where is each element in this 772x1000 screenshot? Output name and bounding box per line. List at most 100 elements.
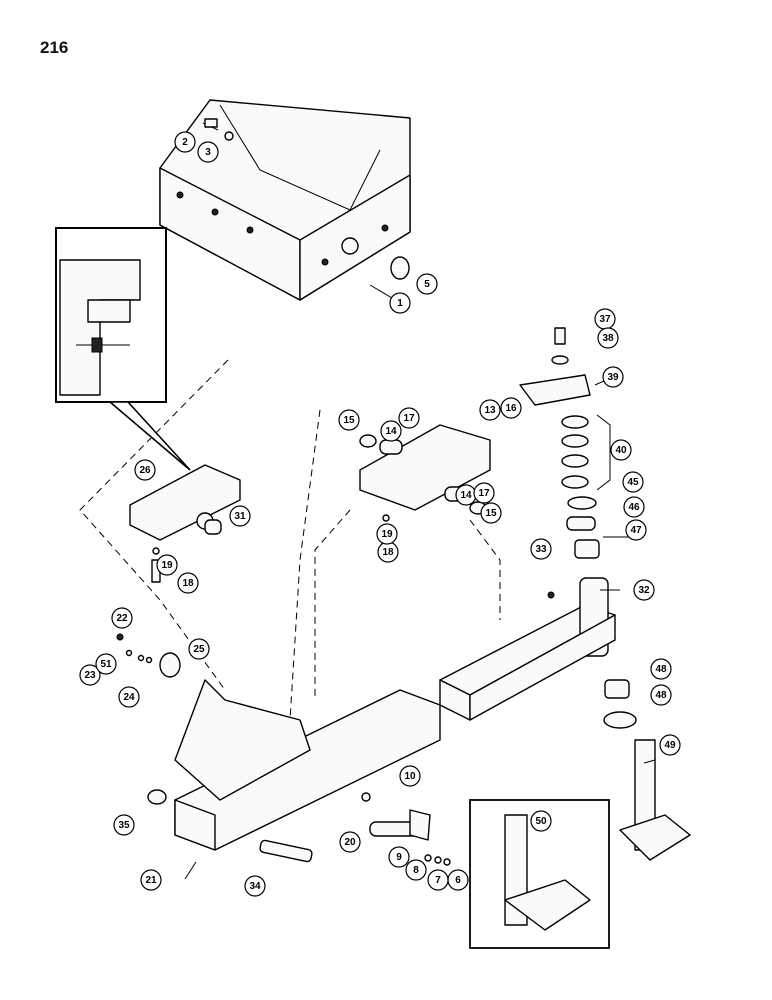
callout-48: 48 (650, 658, 672, 680)
callout-label: 24 (123, 692, 135, 703)
callout-label: 18 (382, 547, 394, 558)
callout-label: 45 (627, 477, 639, 488)
callout-label: 47 (630, 525, 642, 536)
callout-10: 10 (399, 765, 421, 787)
bushing-32 (204, 519, 222, 535)
bearing-48-lower (604, 679, 630, 699)
callout-label: 51 (100, 659, 112, 670)
callout-47: 47 (625, 519, 647, 541)
callout-label: 31 (234, 511, 246, 522)
callout-label: 50 (535, 816, 547, 827)
callout-51: 51 (95, 653, 117, 675)
callout-26: 26 (134, 459, 156, 481)
callout-label: 48 (655, 664, 667, 675)
callout-45: 45 (622, 471, 644, 493)
callout-14: 14 (380, 420, 402, 442)
callout-20: 20 (339, 831, 361, 853)
bracket-31 (129, 464, 241, 541)
callout-layer: 1235678910131414151516171718181919202122… (79, 131, 681, 897)
callout-label: 6 (455, 875, 461, 886)
front-axle-21 (174, 679, 441, 851)
callout-label: 33 (535, 544, 547, 555)
callout-17: 17 (473, 482, 495, 504)
callout-label: 18 (182, 578, 194, 589)
callout-17: 17 (398, 407, 420, 429)
callout-label: 19 (161, 560, 173, 571)
fitting-20 (361, 792, 371, 802)
callout-19: 19 (376, 523, 398, 545)
support-casting (159, 99, 411, 301)
callout-5: 5 (416, 273, 438, 295)
callout-50: 50 (530, 810, 552, 832)
callout-label: 37 (599, 314, 611, 325)
callout-label: 17 (403, 413, 415, 424)
callout-label: 17 (478, 488, 490, 499)
callout-label: 23 (84, 670, 96, 681)
callout-31: 31 (229, 505, 251, 527)
callout-3: 3 (197, 141, 219, 163)
seal-49 (603, 711, 637, 729)
callout-21: 21 (140, 869, 162, 891)
plug-5 (390, 256, 410, 280)
callout-label: 7 (435, 875, 441, 886)
fitting-34 (547, 591, 555, 599)
callout-label: 48 (655, 690, 667, 701)
callout-33: 33 (530, 538, 552, 560)
callout-38: 38 (597, 327, 619, 349)
callout-label: 22 (116, 613, 128, 624)
pin-35 (259, 839, 313, 863)
callout-8: 8 (405, 859, 427, 881)
callout-49: 49 (659, 734, 681, 756)
callout-6: 6 (447, 869, 469, 891)
sectional-detail-inset (55, 227, 191, 471)
callout-7: 7 (427, 869, 449, 891)
callout-16: 16 (500, 397, 522, 419)
callout-label: 35 (118, 820, 130, 831)
callout-32: 32 (633, 579, 655, 601)
callout-label: 19 (381, 529, 393, 540)
callout-25: 25 (188, 638, 210, 660)
pin-hardware-6-9 (424, 854, 451, 866)
callout-15: 15 (338, 409, 360, 431)
callout-34: 34 (244, 875, 266, 897)
callout-label: 25 (193, 644, 205, 655)
callout-18: 18 (377, 541, 399, 563)
callout-label: 26 (139, 465, 151, 476)
callout-35: 35 (113, 814, 135, 836)
callout-label: 14 (460, 490, 472, 501)
bolt-2 (202, 118, 219, 131)
callout-24: 24 (118, 686, 140, 708)
callout-label: 1 (397, 298, 403, 309)
callout-label: 46 (628, 502, 640, 513)
callout-13: 13 (479, 399, 501, 421)
callout-label: 14 (385, 426, 397, 437)
callout-label: 2 (182, 137, 188, 148)
callout-2: 2 (174, 131, 196, 153)
callout-label: 9 (396, 852, 402, 863)
callout-label: 5 (424, 279, 430, 290)
callout-23: 23 (79, 664, 101, 686)
callout-label: 8 (413, 865, 419, 876)
callout-48: 48 (650, 684, 672, 706)
callout-1: 1 (389, 292, 411, 314)
steering-arm-stack (519, 327, 600, 559)
callout-37: 37 (594, 308, 616, 330)
axle-extension-33 (439, 577, 616, 721)
callout-46: 46 (623, 496, 645, 518)
callout-9: 9 (388, 846, 410, 868)
callout-label: 16 (505, 403, 517, 414)
callout-label: 34 (249, 881, 261, 892)
callout-label: 20 (344, 837, 356, 848)
callout-label: 32 (638, 585, 650, 596)
callout-label: 38 (602, 333, 614, 344)
page-number: 216 (40, 38, 69, 57)
callout-22: 22 (111, 607, 133, 629)
callout-18: 18 (177, 572, 199, 594)
callout-label: 49 (664, 740, 676, 751)
washer-3 (224, 131, 234, 141)
callout-label: 40 (615, 445, 627, 456)
callout-label: 10 (404, 771, 416, 782)
plug-37 (147, 789, 167, 805)
callout-14: 14 (455, 484, 477, 506)
